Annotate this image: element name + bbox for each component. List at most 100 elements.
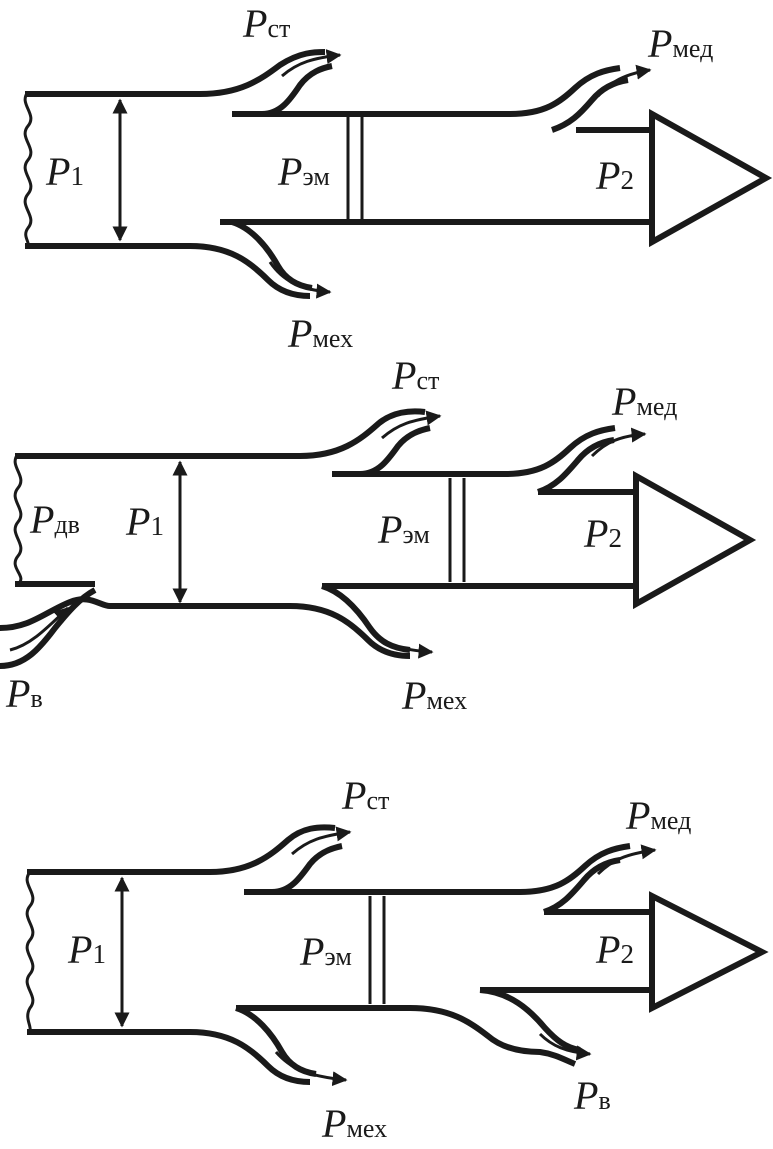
label-symbol: P <box>626 793 651 838</box>
p-v-branch-outer <box>479 987 581 1053</box>
label-p-dv: Pдв <box>30 500 80 540</box>
p-med-branch-inner <box>550 77 629 133</box>
label-subscript: 1 <box>92 939 106 969</box>
label-p-em: Pэм <box>300 932 352 972</box>
label-symbol: P <box>596 153 621 198</box>
label-symbol: P <box>574 1073 599 1118</box>
p-mekh-arrow <box>268 261 332 299</box>
p-st-branch-inner <box>232 63 333 117</box>
label-p-em: Pэм <box>278 152 330 192</box>
diagram-3 <box>25 824 769 1087</box>
label-subscript: 2 <box>620 939 634 969</box>
label-p-st: Pст <box>243 4 290 44</box>
p-med-arrow <box>596 64 652 97</box>
label-symbol: P <box>243 1 268 46</box>
em-band-top <box>332 425 616 477</box>
p-med-branch-inner <box>542 857 621 915</box>
label-subscript: в <box>30 684 43 713</box>
p2-output-arrowhead <box>649 891 769 1013</box>
p-mekh-branch-inner <box>230 219 313 291</box>
label-subscript: мед <box>672 34 714 63</box>
label-symbol: P <box>30 497 55 542</box>
label-symbol: P <box>288 311 313 356</box>
p-v-branch-outer <box>0 587 97 669</box>
label-subscript: ст <box>267 14 291 43</box>
label-symbol: P <box>648 21 673 66</box>
label-symbol: P <box>322 1101 347 1146</box>
label-p2: P2 <box>596 156 634 196</box>
label-subscript: 2 <box>608 523 622 553</box>
p-st-arrow <box>381 410 442 440</box>
diagram-2 <box>0 408 757 669</box>
p2-output-arrowhead <box>633 470 757 610</box>
label-subscript: мех <box>346 1114 388 1143</box>
label-symbol: P <box>300 929 325 974</box>
em-band-bottom <box>236 1005 577 1067</box>
p-st-arrow <box>281 49 342 78</box>
label-symbol: P <box>6 671 31 716</box>
label-subscript: мех <box>312 324 354 353</box>
label-subscript: мед <box>650 806 692 835</box>
p-med-arrow <box>596 844 657 876</box>
label-symbol: P <box>392 353 417 398</box>
label-p1: P1 <box>68 930 106 970</box>
label-subscript: мед <box>636 392 678 421</box>
label-subscript: ст <box>366 786 390 815</box>
p-st-branch-inner <box>332 425 431 477</box>
input-wavy-edge <box>23 91 33 247</box>
em-band-top <box>244 843 631 895</box>
p-v-arrow <box>9 606 70 652</box>
main-band-top <box>15 408 426 459</box>
p-med-arrow <box>590 427 647 458</box>
p-mekh-branch-inner <box>234 1005 317 1077</box>
label-subscript: дв <box>54 510 80 539</box>
input-wavy-edge <box>25 871 35 1033</box>
label-p-mekh: Pмех <box>402 676 467 716</box>
main-band-bottom <box>27 1029 311 1085</box>
label-symbol: P <box>612 379 637 424</box>
label-subscript: эм <box>324 942 352 971</box>
p-mekh-arrow <box>274 1051 348 1087</box>
label-p-med: Pмед <box>648 24 713 64</box>
label-symbol: P <box>342 773 367 818</box>
label-p-mekh: Pмех <box>322 1104 387 1144</box>
label-p1: P1 <box>126 502 164 542</box>
label-p-mekh: Pмех <box>288 314 353 354</box>
main-band-top <box>27 824 336 875</box>
label-p2: P2 <box>596 930 634 970</box>
label-subscript: ст <box>416 366 440 395</box>
label-subscript: 2 <box>620 165 634 195</box>
p-v-arrow <box>538 1032 592 1061</box>
p-med-branch-inner <box>536 437 615 495</box>
p-mekh-arrow <box>368 628 434 659</box>
main-band-top <box>25 49 326 97</box>
label-p-st: Pст <box>342 776 389 816</box>
label-p-med: Pмед <box>612 382 677 422</box>
label-symbol: P <box>584 511 609 556</box>
label-p-st: Pст <box>392 356 439 396</box>
label-subscript: эм <box>402 520 430 549</box>
mechanical-input-band <box>0 596 411 659</box>
label-p-v: Pв <box>6 674 43 714</box>
input-wavy-edge <box>13 453 23 586</box>
em-band-top <box>232 65 621 117</box>
label-symbol: P <box>402 673 427 718</box>
label-subscript: мех <box>426 686 468 715</box>
label-p-med: Pмед <box>626 796 691 836</box>
label-symbol: P <box>126 499 151 544</box>
label-p2: P2 <box>584 514 622 554</box>
label-subscript: в <box>598 1086 611 1115</box>
label-p-em: Pэм <box>378 510 430 550</box>
label-symbol: P <box>278 149 303 194</box>
diagram-1 <box>23 49 773 299</box>
label-p-v: Pв <box>574 1076 611 1116</box>
label-subscript: 1 <box>70 161 84 191</box>
label-symbol: P <box>596 927 621 972</box>
p2-output-arrowhead <box>649 108 773 248</box>
label-p1: P1 <box>46 152 84 192</box>
main-band-bottom <box>25 243 311 299</box>
label-symbol: P <box>46 149 71 194</box>
p-st-arrow <box>291 826 352 856</box>
label-symbol: P <box>68 927 93 972</box>
